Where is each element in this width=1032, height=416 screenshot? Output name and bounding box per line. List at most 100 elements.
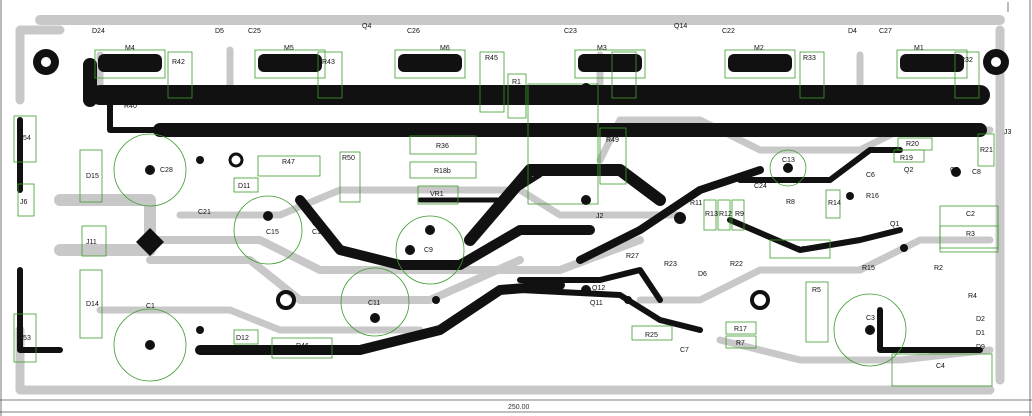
r53-outline — [13, 313, 37, 363]
label-m3: M3 — [597, 45, 607, 52]
m6-body — [398, 54, 462, 72]
pad — [581, 285, 591, 295]
r5-outline — [805, 281, 829, 343]
label-r53: R53 — [18, 335, 31, 342]
label-c5: C5 — [950, 167, 959, 174]
label-r25: R25 — [645, 332, 658, 339]
label-r6: R6 — [796, 246, 805, 253]
c9-outline — [395, 215, 465, 285]
pad — [263, 211, 273, 221]
label-r49: R49 — [606, 137, 619, 144]
power-transistors — [98, 54, 964, 72]
label-c7: C7 — [680, 347, 689, 354]
m4-outline — [94, 49, 166, 79]
label-c28: C28 — [160, 167, 173, 174]
label-d6: D6 — [698, 271, 707, 278]
pad — [145, 340, 155, 350]
component-outlines — [13, 49, 999, 387]
pad — [196, 326, 204, 334]
label-vr1: VR1 — [430, 191, 444, 198]
m2-outline — [724, 49, 796, 79]
label-r32: R32 — [960, 57, 973, 64]
label-c15: C15 — [266, 229, 279, 236]
copper-layer — [17, 58, 990, 355]
label-r18b: R18b — [434, 168, 451, 175]
pad — [581, 83, 591, 93]
d11-outline — [233, 177, 259, 193]
label-r13: R13 — [705, 211, 718, 218]
m5-body — [258, 54, 322, 72]
r43-outline — [317, 51, 343, 99]
m1-outline — [896, 49, 968, 79]
d15-outline — [79, 149, 103, 203]
pad — [432, 296, 440, 304]
label-r9: R9 — [735, 211, 744, 218]
rail-positive — [295, 195, 595, 270]
mount-hole-left-mid — [276, 290, 296, 310]
label-q14: Q14 — [674, 23, 687, 30]
label-m1: M1 — [914, 45, 924, 52]
mount-hole-top-right-center — [991, 57, 1001, 67]
label-r15: R15 — [862, 265, 875, 272]
label-d2: D2 — [976, 316, 985, 323]
label-m2: M2 — [754, 45, 764, 52]
c4-outline — [891, 353, 993, 387]
label-r44: R44 — [240, 100, 253, 107]
label-c1: C1 — [146, 303, 155, 310]
label-d12: D12 — [236, 335, 249, 342]
pad — [581, 195, 591, 205]
label-j11: J11 — [86, 239, 97, 246]
label-r37: R37 — [872, 85, 885, 92]
label-r8: R8 — [786, 199, 795, 206]
label-r36: R36 — [436, 143, 449, 150]
c28-outline — [113, 133, 187, 207]
c13-outline — [769, 149, 807, 187]
m4-body — [98, 54, 162, 72]
star-ground-pad — [136, 228, 164, 256]
label-q1: Q1 — [890, 221, 899, 228]
r50-outline — [339, 151, 361, 203]
signal-trace-b — [146, 256, 524, 304]
label-c27: C27 — [879, 28, 892, 35]
r21-outline — [977, 133, 995, 167]
vr1-outline — [417, 185, 459, 205]
label-c24: C24 — [754, 183, 767, 190]
label-c13: C13 — [782, 157, 795, 164]
label-r39: R39 — [398, 95, 411, 102]
label-r31: R31 — [615, 59, 628, 66]
label-r2: R2 — [934, 265, 943, 272]
label-d5: D5 — [215, 28, 224, 35]
label-r54: R54 — [18, 135, 31, 142]
label-r14: R14 — [828, 200, 841, 207]
r14-outline — [825, 189, 841, 219]
label-d4: D4 — [848, 28, 857, 35]
r12-outline — [717, 199, 731, 231]
r46-outline — [271, 337, 333, 359]
label-c14: C14 — [312, 229, 325, 236]
pad — [783, 163, 793, 173]
r40-trace — [107, 97, 163, 133]
pad — [370, 313, 380, 323]
pad — [405, 245, 415, 255]
label-r22: R22 — [730, 261, 743, 268]
pad — [674, 212, 686, 224]
left-input-trace — [17, 117, 63, 353]
r45-outline — [479, 51, 505, 113]
ground-bus-trace — [54, 194, 156, 256]
label-m6: M6 — [440, 45, 450, 52]
label-c22: C22 — [722, 28, 735, 35]
board-dimension-label: 250.00 — [508, 404, 530, 411]
label-c6: C6 — [866, 172, 875, 179]
j11-outline — [81, 225, 107, 257]
label-r23: R23 — [664, 261, 677, 268]
output-trace — [576, 166, 764, 264]
label-r46: R46 — [296, 343, 309, 350]
m6-outline — [394, 49, 466, 79]
label-r43: R43 — [322, 59, 335, 66]
label-l1: L1 — [558, 129, 566, 136]
pad — [145, 165, 155, 175]
label-c4: C4 — [936, 363, 945, 370]
label-r20: R20 — [906, 141, 919, 148]
d14-outline — [79, 269, 103, 339]
